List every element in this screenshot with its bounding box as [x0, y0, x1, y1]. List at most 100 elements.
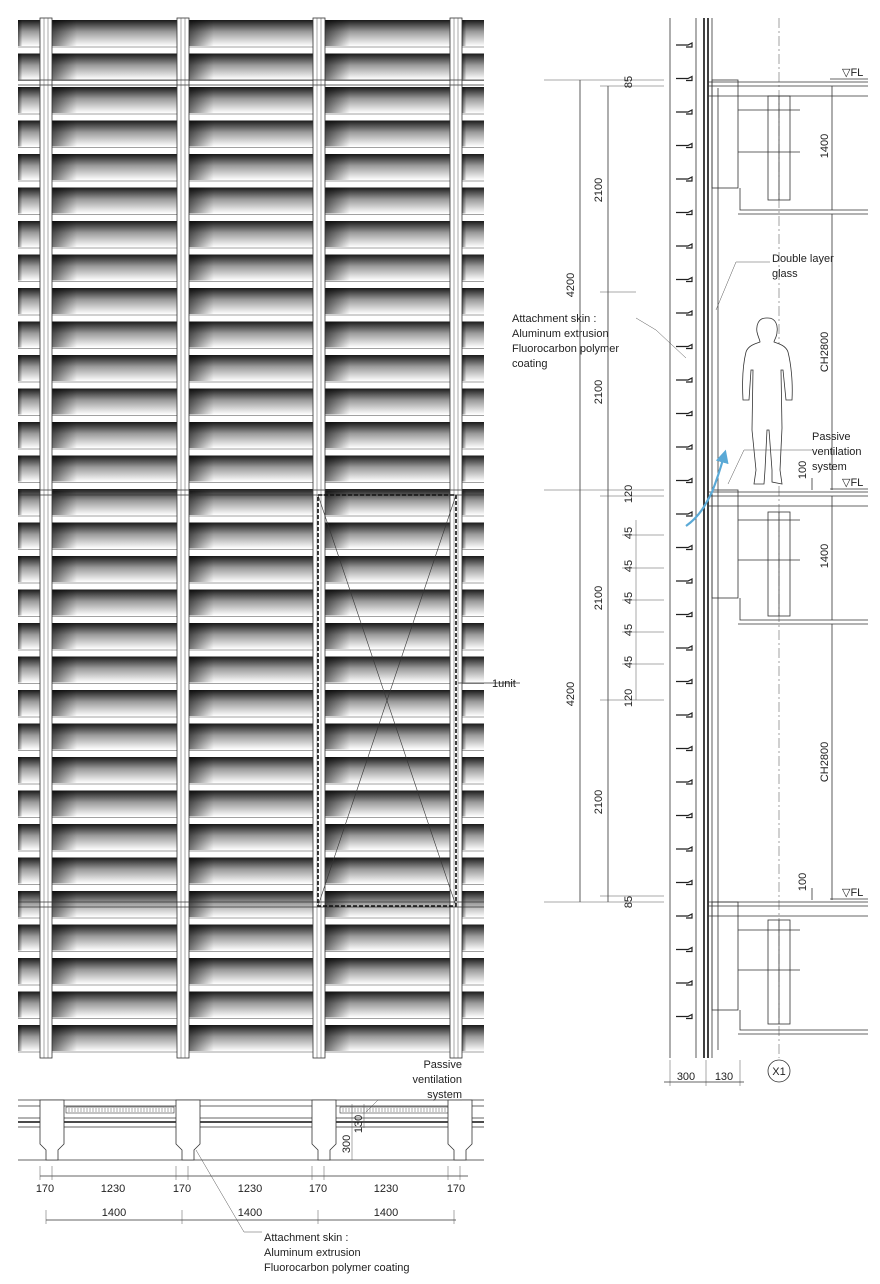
louver-section	[676, 611, 693, 618]
attachment-skin-label: Attachment skin : Aluminum extrusion Flu…	[512, 313, 619, 370]
louver-section	[676, 42, 693, 48]
svg-text:ventilation: ventilation	[412, 1074, 462, 1086]
svg-text:glass: glass	[772, 268, 798, 280]
dim-130-bottom: 130	[715, 1071, 733, 1083]
plan-passive-ventilation-label: Passive ventilation system	[412, 1059, 462, 1101]
louver-section	[676, 1013, 693, 1020]
plan-dim-170-3: 170	[309, 1183, 327, 1195]
dim-100-upper: 100	[797, 461, 809, 479]
louver-section	[676, 75, 693, 82]
plan-dim-1400-2: 1400	[238, 1207, 262, 1219]
dim-1400-right-upper: 1400	[819, 134, 831, 158]
double-layer-glass-label: Double layer glass	[772, 253, 834, 280]
plan-attachment-skin-label: Attachment skin : Aluminum extrusion Flu…	[264, 1232, 410, 1274]
svg-text:Fluorocarbon polymer coating: Fluorocarbon polymer coating	[264, 1262, 410, 1274]
svg-text:Double layer: Double layer	[772, 253, 834, 265]
louver-section	[676, 946, 693, 953]
louver-section	[676, 176, 693, 182]
louver-section	[676, 511, 693, 517]
dim-2100-a: 2100	[593, 178, 605, 202]
grid-bubble	[767, 1059, 791, 1083]
dim-45-3: 45	[623, 592, 635, 604]
plan-dim-170-2: 170	[173, 1183, 191, 1195]
louver-section	[676, 444, 693, 450]
louver-section	[676, 678, 693, 685]
svg-text:Attachment skin :: Attachment skin :	[512, 313, 596, 325]
dim-120-mid: 120	[623, 485, 635, 503]
plan-dim-1400-3: 1400	[374, 1207, 398, 1219]
plan-dim-1230-3: 1230	[374, 1183, 398, 1195]
fl-label-top: ▽FL	[842, 67, 863, 79]
dim-85-bottom: 85	[623, 896, 635, 908]
fl-label-bottom: ▽FL	[842, 887, 863, 899]
dim-2100-d: 2100	[593, 790, 605, 814]
dim-45-4: 45	[623, 624, 635, 636]
dim-2100-b: 2100	[593, 380, 605, 404]
section-dimension-lines	[544, 79, 833, 1086]
plan-dim-170-4: 170	[447, 1183, 465, 1195]
dim-120-lower: 120	[623, 689, 635, 707]
louver-section	[676, 578, 693, 584]
louver-section	[676, 645, 693, 651]
louver-section	[676, 477, 693, 484]
dim-45-5: 45	[623, 656, 635, 668]
dim-85-top: 85	[623, 76, 635, 88]
svg-text:coating: coating	[512, 358, 547, 370]
plan-dim-ticks	[39, 1166, 461, 1224]
facade-section: X1 ▽FL ▽FL ▽FL Double layer glass Attach…	[512, 18, 868, 1086]
dim-45-1: 45	[623, 527, 635, 539]
section-louvers	[676, 42, 693, 1020]
dim-100-lower: 100	[797, 873, 809, 891]
dim-4200-lower: 4200	[565, 682, 577, 706]
louver-section	[676, 109, 693, 115]
plan-dim-1400-1: 1400	[102, 1207, 126, 1219]
louver-section	[676, 745, 693, 752]
passive-ventilation-label: Passive ventilation system	[812, 431, 862, 473]
svg-text:Passive: Passive	[423, 1059, 462, 1071]
louver-section	[676, 712, 693, 718]
louver-section	[676, 243, 693, 249]
louver-section	[676, 209, 693, 216]
human-figure-icon	[742, 317, 793, 485]
plan-dim-130: 130	[353, 1115, 365, 1133]
plan-mullions	[39, 1099, 473, 1161]
dim-45-2: 45	[623, 560, 635, 572]
svg-text:Aluminum extrusion: Aluminum extrusion	[512, 328, 609, 340]
svg-text:Fluorocarbon polymer: Fluorocarbon polymer	[512, 343, 619, 355]
dim-4200-upper: 4200	[565, 273, 577, 297]
dim-2100-c: 2100	[593, 586, 605, 610]
unit-label: 1unit	[492, 678, 516, 690]
dim-ch2800-upper: CH2800	[819, 332, 831, 372]
louver-section	[676, 310, 693, 316]
plan-dim-300: 300	[341, 1135, 353, 1153]
facade-plan: 300 130 170 1230 170 1230 170 1230 170 1…	[18, 1059, 484, 1274]
louver-section	[676, 879, 693, 886]
louver-section	[676, 846, 693, 852]
elevation-floor-lines	[18, 79, 484, 908]
ventilation-arrow-icon	[685, 449, 729, 527]
plan-dim-1230-1: 1230	[101, 1183, 125, 1195]
fl-markers	[830, 78, 868, 900]
plan-dim-170-1: 170	[36, 1183, 54, 1195]
unit-frame	[317, 494, 520, 907]
louver-section	[676, 377, 693, 383]
svg-text:Aluminum extrusion: Aluminum extrusion	[264, 1247, 361, 1259]
louver-section	[676, 913, 693, 919]
louver-section	[676, 980, 693, 986]
svg-text:ventilation: ventilation	[812, 446, 862, 458]
dim-ch2800-lower: CH2800	[819, 742, 831, 782]
svg-text:system: system	[812, 461, 847, 473]
svg-text:Attachment skin :: Attachment skin :	[264, 1232, 348, 1244]
louver-section	[676, 812, 693, 819]
louver-section	[676, 142, 693, 149]
fl-label-mid: ▽FL	[842, 477, 863, 489]
louver-section	[676, 544, 693, 551]
facade-elevation: 1unit	[18, 17, 520, 1059]
louver-section	[676, 410, 693, 417]
plan-dim-1230-2: 1230	[238, 1183, 262, 1195]
louver-section	[676, 779, 693, 785]
dim-300-bottom: 300	[677, 1071, 695, 1083]
svg-text:Passive: Passive	[812, 431, 851, 443]
dim-1400-right-lower: 1400	[819, 544, 831, 568]
